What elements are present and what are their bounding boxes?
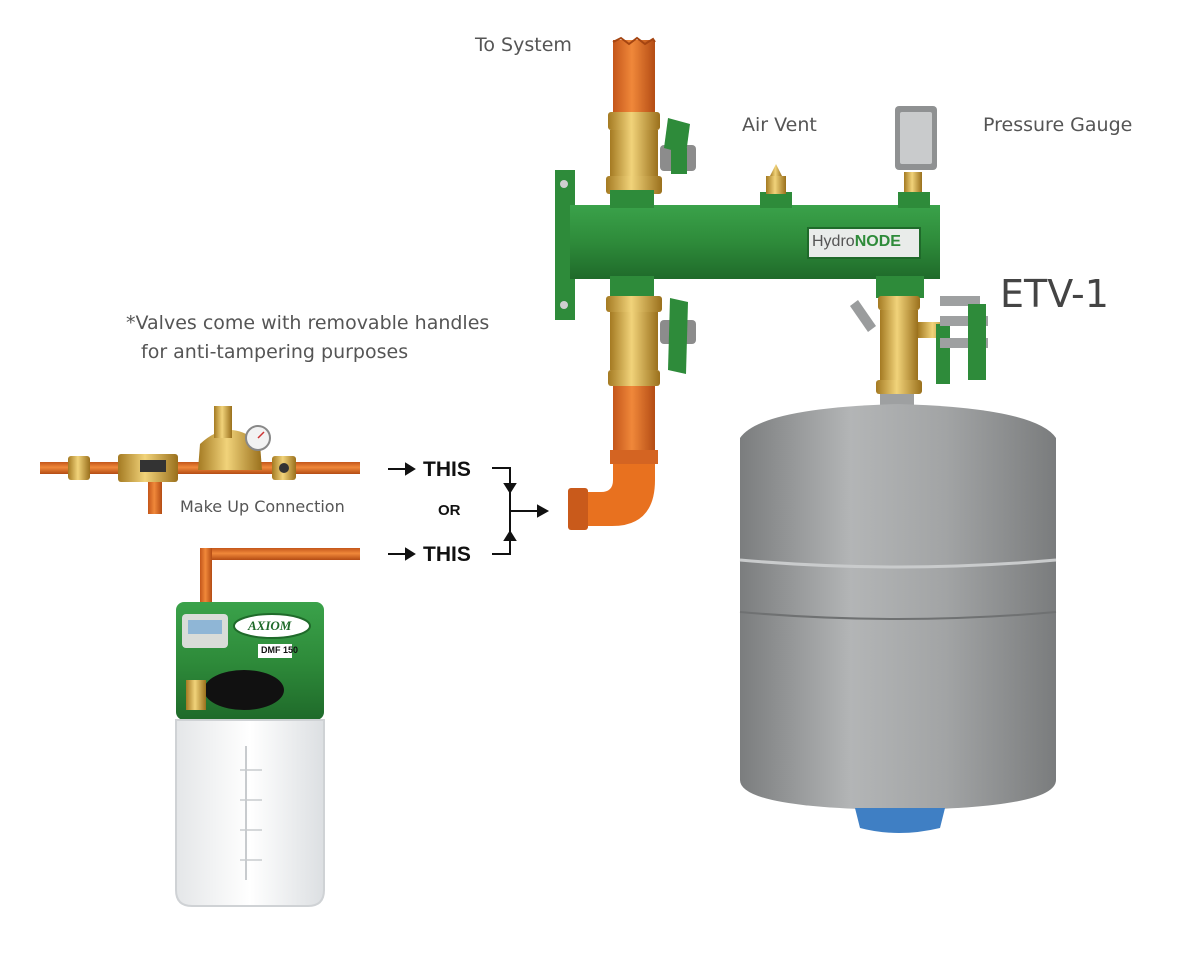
tamper-note-line2: for anti-tampering purposes [141, 341, 409, 363]
system-supply-pipe [612, 36, 656, 120]
hydronode-logo-right: NODE [854, 233, 901, 250]
connector-arrows [388, 462, 550, 561]
hydronode-logo-left: Hydro [812, 233, 855, 250]
make-up-valve-assembly [40, 406, 360, 514]
axiom-logo: AXIOM [248, 618, 292, 633]
axiom-feeder [175, 548, 360, 907]
upper-ball-valve [606, 112, 696, 194]
return-pipe-elbow [568, 386, 658, 530]
hydronode-logo: HydroNODE [812, 233, 901, 251]
tamper-note-line1: *Valves come with removable handles [126, 312, 490, 334]
air-vent [766, 164, 786, 194]
this-bottom-label: THIS [423, 543, 471, 566]
to-system-label: To System [475, 34, 572, 56]
model-badge: DMF 150 [261, 645, 299, 655]
hydronode-manifold [555, 170, 940, 320]
etv-1-label: ETV-1 [1000, 272, 1109, 316]
pressure-gauge-label: Pressure Gauge [983, 114, 1133, 136]
air-vent-label: Air Vent [742, 114, 817, 136]
make-up-connection-label: Make Up Connection [180, 497, 345, 516]
pressure-gauge [895, 106, 937, 192]
etv-1-valve [850, 296, 988, 406]
expansion-tank [739, 404, 1057, 833]
or-label: OR [438, 502, 461, 519]
lower-ball-valve [606, 296, 696, 386]
this-top-label: THIS [423, 458, 471, 481]
